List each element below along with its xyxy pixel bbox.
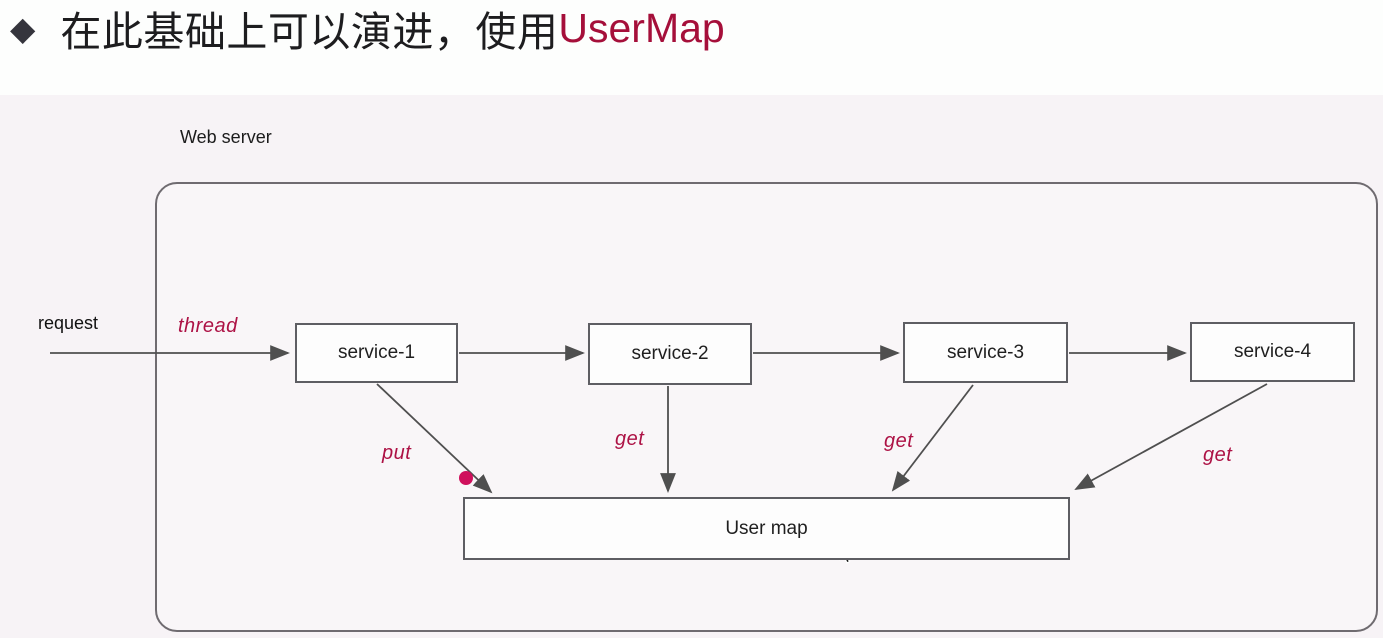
service-3-label: service-3 [946, 341, 1025, 363]
service-2-label: service-2 [631, 343, 709, 364]
get-edge-label-service4: get [1203, 444, 1233, 466]
page-title: ◆ 在此基础上可以演进，使用 UserMap [10, 0, 725, 56]
web-server-container [155, 182, 1378, 632]
get-edge-label-service2: get [615, 428, 645, 450]
get-edge-label-service3: get [884, 430, 914, 452]
service-1-node: service-1 [295, 323, 458, 383]
user-map-label: User map [725, 517, 808, 539]
diamond-bullet-icon: ◆ [10, 9, 36, 47]
service-1-label: service-1 [337, 342, 416, 363]
web-server-label: Web server [180, 127, 272, 147]
title-highlight: UserMap [558, 4, 725, 51]
title-bar: ◆ 在此基础上可以演进，使用 UserMap [0, 0, 1383, 95]
put-edge-label: put [382, 442, 412, 464]
title-text: 在此基础上可以演进，使用 [60, 9, 559, 55]
service-4-label: service-4 [1233, 341, 1312, 362]
service-3-node: service-3 [903, 322, 1068, 383]
service-2-node: service-2 [588, 323, 752, 385]
thread-edge-label: thread [178, 315, 238, 337]
request-label: request [38, 313, 99, 333]
service-4-node: service-4 [1190, 322, 1355, 382]
user-map-node: User map [463, 497, 1070, 560]
